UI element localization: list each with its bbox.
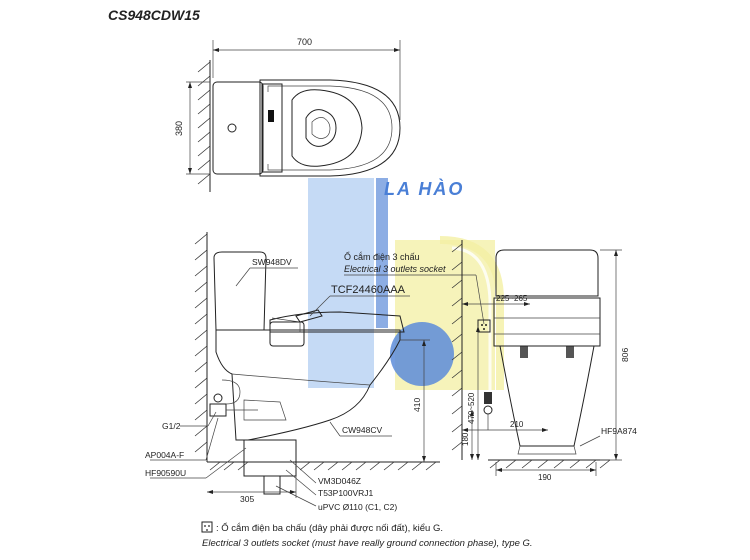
dim-410: 410 (412, 398, 422, 412)
socket-symbol-icon (201, 521, 213, 533)
dim-190: 190 (538, 473, 552, 482)
socket-label-en: Electrical 3 outlets socket (344, 264, 446, 274)
label-g12: G1/2 (162, 421, 181, 431)
label-t53p100: T53P100VRJ1 (318, 488, 374, 498)
dim-180: 180 (461, 432, 470, 446)
front-view (451, 240, 622, 476)
footnote-vi: : Ổ cắm điện ba chấu (dây phải được nối … (216, 522, 443, 534)
label-hf90590u: HF90590U (145, 468, 186, 478)
label-tcf: TCF24460AAA (331, 284, 406, 296)
label-ap004af: AP004A-F (145, 450, 184, 460)
side-leaders (150, 267, 410, 507)
footnote-en: Electrical 3 outlets socket (must have r… (202, 538, 533, 549)
watermark-logo (308, 178, 504, 390)
dim-305: 305 (240, 494, 254, 504)
label-upvc: uPVC Ø110 (C1, C2) (318, 502, 397, 512)
dim-380: 380 (174, 121, 184, 136)
socket-label-vi: Ổ cắm điện 3 chấu (344, 251, 420, 262)
side-view (194, 232, 440, 498)
dim-210: 210 (510, 420, 524, 429)
watermark-text: LA HÀO (384, 178, 464, 199)
label-hf9a874: HF9A874 (601, 426, 637, 436)
label-sw948dv: SW948DV (252, 257, 292, 267)
model-title: CS948CDW15 (108, 7, 200, 23)
dim-470-520: 470~520 (467, 392, 476, 424)
dim-700: 700 (297, 37, 312, 47)
label-cw948cv: CW948CV (342, 425, 382, 435)
dim-225-265: 225~265 (496, 294, 528, 303)
top-view (186, 40, 401, 192)
dim-806: 806 (620, 348, 630, 362)
label-vm3d046z: VM3D046Z (318, 476, 361, 486)
